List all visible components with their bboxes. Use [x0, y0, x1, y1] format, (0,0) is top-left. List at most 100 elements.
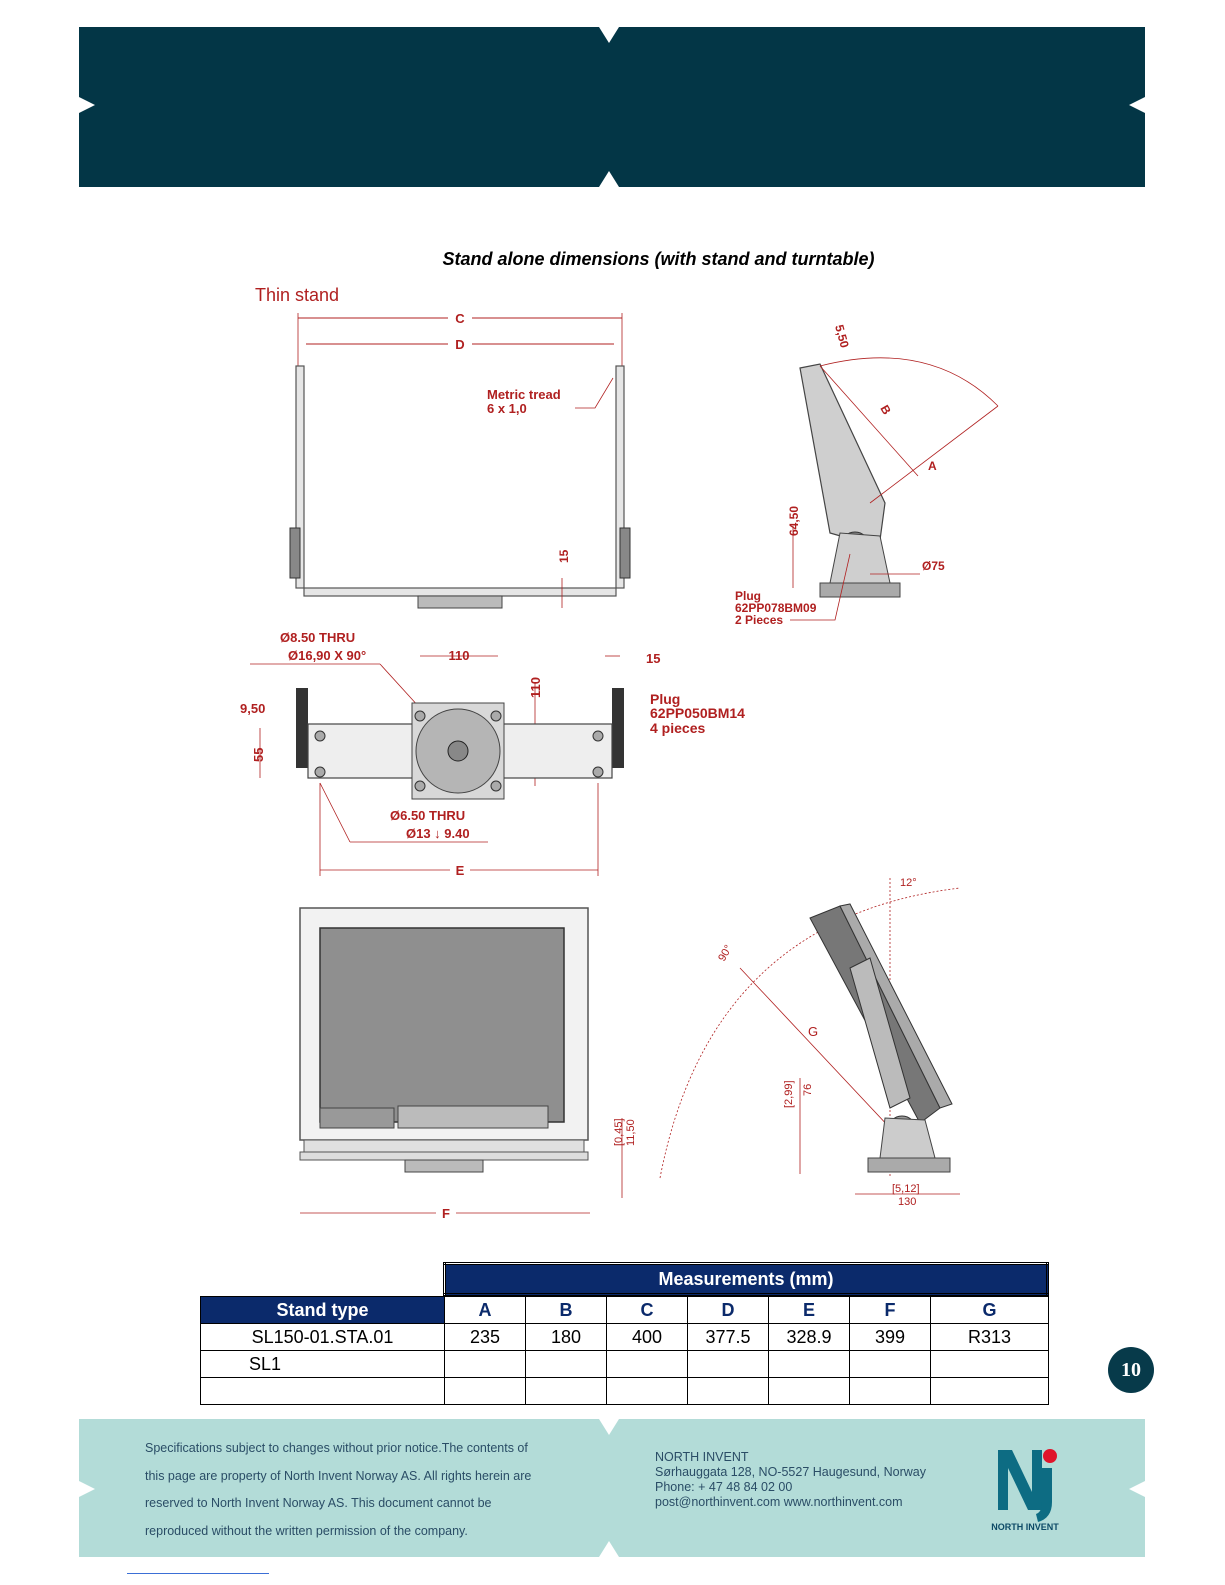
footer-band [79, 1419, 1145, 1557]
csk-1690: Ø16,90 X 90° [288, 648, 366, 663]
header-band [79, 27, 1145, 187]
value-cell [849, 1377, 931, 1405]
dim-9-50: 9,50 [240, 701, 265, 716]
angle-12: 12° [900, 877, 917, 889]
north-invent-logo: NORTH INVENT [970, 1440, 1080, 1540]
stand-type-cell: SL1 [200, 1350, 445, 1378]
disclaimer-line: reproduced without the written permissio… [145, 1523, 468, 1538]
stand-type-header: Stand type [200, 1296, 445, 1324]
value-cell [930, 1350, 1049, 1378]
footer-contact: NORTH INVENT Sørhauggata 128, NO-5527 Ha… [655, 1450, 985, 1510]
footer-notches [79, 1419, 1145, 1557]
value-cell [525, 1377, 607, 1405]
dim-c-label: C [455, 311, 465, 326]
front-view-top: C D Metric tread 6 x 1,0 15 [289, 310, 631, 609]
cbore-13: Ø13 ↓ 9.40 [406, 826, 470, 841]
value-cell [849, 1350, 931, 1378]
value-cell: 377.5 [687, 1323, 769, 1351]
dim-15-front: 15 [557, 549, 571, 563]
technical-drawing: Thin stand C D Metric tread 6 x 1,0 15 [240, 285, 999, 1221]
monitor-side-view: 12° 90° G [2,99] 76 [5,12] 130 [659, 877, 961, 1208]
plug-side-1: Plug [735, 589, 761, 603]
value-cell: 180 [525, 1323, 607, 1351]
measurements-group-header: Measurements (mm) [443, 1262, 1049, 1296]
value-cell [606, 1350, 688, 1378]
value-cell [687, 1350, 769, 1378]
col-b-header: B [525, 1296, 607, 1324]
company-phone: Phone: + 47 48 84 02 00 [655, 1480, 793, 1494]
col-a-header: A [444, 1296, 526, 1324]
disclaimer-line: this page are property of North Invent N… [145, 1468, 532, 1483]
disclaimer-line: Specifications subject to changes withou… [145, 1441, 528, 1455]
plug-top-1: Plug [650, 691, 680, 707]
value-cell: R313 [930, 1323, 1049, 1351]
dim-55: 55 [251, 748, 266, 762]
dim-76: 76 [802, 1084, 814, 1096]
col-e-header: E [768, 1296, 850, 1324]
dim-299: [2,99] [783, 1080, 795, 1108]
section-title: Thin stand [255, 285, 339, 305]
table-header-row: Stand type A B C D E F G [200, 1296, 1049, 1324]
dim-b-side: B [877, 403, 894, 418]
measurements-header: Measurements (mm) [443, 1262, 1049, 1296]
dim-512: [5,12] [892, 1183, 920, 1195]
metric-tread-line1: Metric tread [487, 387, 561, 402]
stand-type-cell [200, 1377, 445, 1405]
thru-650: Ø6.50 THRU [390, 808, 465, 823]
dim-15-top: 15 [646, 651, 660, 666]
table-row: SL1 [200, 1350, 1049, 1378]
dim-1150: 11,50 [625, 1119, 637, 1146]
disclaimer-line: reserved to North Invent Norway AS. This… [145, 1496, 492, 1510]
dim-diam75: Ø75 [922, 559, 945, 573]
company-contact: post@northinvent.com www.northinvent.com [655, 1495, 903, 1509]
table-row [200, 1377, 1049, 1405]
value-cell [930, 1377, 1049, 1405]
col-f-header: F [849, 1296, 931, 1324]
value-cell: 235 [444, 1323, 526, 1351]
col-c-header: C [606, 1296, 688, 1324]
dim-g-label: G [808, 1024, 818, 1039]
dim-d-label: D [455, 337, 464, 352]
value-cell [768, 1350, 850, 1378]
value-cell [768, 1377, 850, 1405]
dim-a-side: A [928, 459, 937, 473]
value-cell [444, 1350, 526, 1378]
value-cell: 400 [606, 1323, 688, 1351]
value-cell: 399 [849, 1323, 931, 1351]
dim-130: 130 [898, 1196, 916, 1208]
value-cell: 328.9 [768, 1323, 850, 1351]
plug-top-2: 62PP050BM14 [650, 705, 745, 721]
value-cell [444, 1377, 526, 1405]
plug-side-2: 62PP078BM09 [735, 601, 817, 615]
page-number-badge: 10 [1108, 1347, 1154, 1393]
figure-caption: Stand alone dimensions (with stand and t… [442, 249, 875, 269]
company-address: Sørhauggata 128, NO-5527 Haugesund, Norw… [655, 1465, 926, 1479]
bottom-divider [127, 1573, 269, 1574]
footer-disclaimer: Specifications subject to changes withou… [145, 1435, 615, 1545]
dim-110-v: 110 [528, 677, 543, 698]
dim-64-50: 64,50 [787, 506, 801, 536]
top-view: Ø8.50 THRU Ø16,90 X 90° 110 110 15 9,50 … [240, 630, 745, 878]
thru-850: Ø8.50 THRU [280, 630, 355, 645]
dim-f-label: F [442, 1206, 450, 1221]
dim-5-50: 5,50 [832, 323, 852, 349]
stand-type-cell: SL150-01.STA.01 [200, 1323, 445, 1351]
dim-110-h: 110 [449, 648, 470, 663]
monitor-front-view: F [0,45] 11,50 [299, 907, 637, 1221]
metric-tread-line2: 6 x 1,0 [487, 401, 527, 416]
value-cell [525, 1350, 607, 1378]
dim-e-label: E [456, 863, 465, 878]
company-name: NORTH INVENT [655, 1450, 749, 1464]
logo-text: NORTH INVENT [991, 1522, 1059, 1532]
col-g-header: G [930, 1296, 1049, 1324]
side-view-top: 5,50 B A 64,50 Ø75 Plug 62PP078BM09 2 Pi… [735, 323, 999, 627]
dim-045: [0,45] [613, 1118, 625, 1146]
value-cell [606, 1377, 688, 1405]
plug-side-3: 2 Pieces [735, 613, 783, 627]
angle-90: 90° [716, 943, 735, 963]
col-d-header: D [687, 1296, 769, 1324]
logo-mark-icon [998, 1449, 1057, 1522]
header-notches [79, 27, 1145, 187]
measurements-table: Stand type A B C D E F G SL150-01.STA.01… [200, 1296, 1049, 1405]
table-row: SL150-01.STA.01 235 180 400 377.5 328.9 … [200, 1323, 1049, 1351]
